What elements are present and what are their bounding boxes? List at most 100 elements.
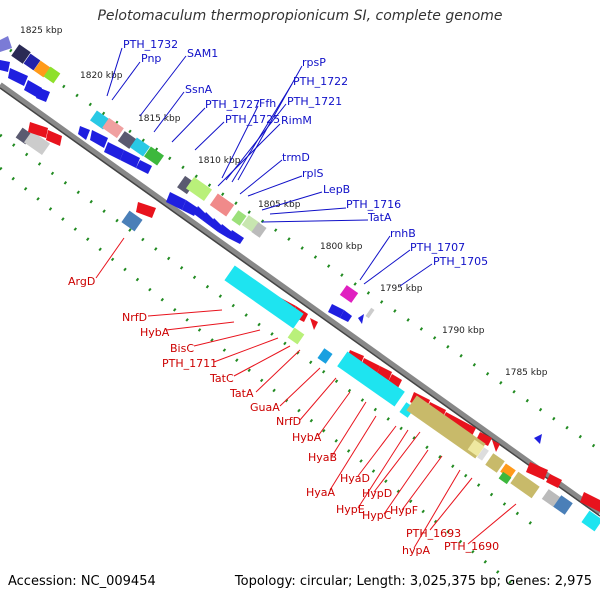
leader-line (331, 401, 367, 457)
leader-line (401, 455, 443, 511)
gene-label: PTH_1716 (346, 198, 401, 211)
gene-label: PTH_1707 (410, 241, 465, 254)
leader-line (357, 429, 409, 509)
gene-feature (130, 137, 150, 157)
gene-label: LepB (323, 183, 350, 196)
forward-genes-top-left (0, 36, 61, 102)
forward-genes-1810 (166, 175, 267, 244)
leader-line (106, 47, 123, 97)
gene-feature (36, 88, 50, 102)
leader-line (359, 235, 391, 281)
kbp-label: 1825 kbp (20, 26, 63, 36)
leader-line (299, 377, 337, 421)
leader-line (231, 83, 293, 183)
gene-feature (136, 160, 152, 174)
gene-feature (46, 130, 62, 146)
gene-feature (498, 471, 512, 485)
gene-feature (202, 212, 214, 226)
gene-label: hypA (402, 544, 430, 557)
leader-line (329, 415, 377, 491)
gene-label: HypC (362, 509, 392, 522)
gene-label: PTH_1732 (123, 38, 178, 51)
leader-line (255, 349, 301, 393)
gene-feature (78, 126, 90, 140)
gene-label: HyaA (306, 486, 336, 499)
gene-feature (310, 318, 318, 330)
gene-feature (0, 60, 10, 72)
gene-feature (177, 175, 195, 195)
leader-line (317, 391, 351, 437)
gene-feature (339, 285, 359, 303)
genome-summary-text: Topology: circular; Length: 3,025,375 bp… (234, 574, 592, 589)
gene-feature (185, 176, 213, 202)
gene-feature (388, 374, 402, 388)
gene-feature (317, 348, 333, 364)
kbp-label: 1800 kbp (320, 242, 363, 252)
gene-feature (546, 474, 562, 488)
gene-feature (485, 453, 505, 473)
leader-line (261, 219, 369, 223)
gene-feature (406, 395, 486, 459)
gene-label: HypD (362, 487, 392, 500)
gene-feature (340, 310, 352, 322)
leader-line (165, 321, 235, 331)
gene-feature (492, 440, 500, 452)
gene-feature (510, 471, 540, 499)
gene-feature (476, 432, 492, 446)
gene-feature (104, 142, 124, 160)
gene-label: ArgD (68, 275, 95, 288)
gene-label: RimM (281, 114, 312, 127)
kbp-label: 1820 kbp (80, 71, 123, 81)
gene-feature (526, 462, 548, 480)
gene-label: PTH_1722 (293, 75, 348, 88)
gene-feature (0, 36, 12, 52)
gene-label: HyaB (308, 451, 337, 464)
leader-line (357, 425, 397, 477)
gene-label: SsnA (185, 83, 213, 96)
gene-feature (117, 131, 137, 149)
gene-label: PTH_1693 (406, 527, 461, 540)
gene-label: GuaA (250, 401, 280, 414)
leader-line (429, 477, 473, 531)
gene-label: NrfD (276, 415, 301, 428)
gene-label: HypE (336, 503, 365, 516)
gene-feature (23, 53, 41, 71)
genome-backbone-shadow (0, 87, 600, 517)
gene-feature (251, 222, 267, 238)
leader-line (373, 431, 421, 493)
gene-label: PTH_1725 (225, 113, 280, 126)
gene-label: BisC (170, 342, 194, 355)
gene-label: rnhB (390, 227, 416, 240)
gene-label: HybA (292, 431, 322, 444)
kbp-label: 1785 kbp (505, 368, 548, 378)
gene-feature (328, 304, 344, 318)
gene-feature (90, 130, 108, 148)
leader-line (269, 207, 347, 215)
gene-label: HyaD (340, 472, 370, 485)
gene-feature (580, 492, 600, 512)
gene-feature (534, 434, 542, 444)
gene-label: HypF (390, 504, 418, 517)
leader-line (363, 249, 411, 285)
leader-line (139, 55, 187, 117)
leader-line (467, 503, 517, 545)
leader-line (147, 309, 223, 317)
leader-line (111, 61, 141, 101)
leader-line (233, 345, 291, 377)
gene-label: rpsP (302, 56, 326, 69)
leader-line (383, 449, 429, 515)
gene-feature (210, 218, 222, 232)
gene-feature (231, 210, 247, 226)
kbp-label: 1810 kbp (198, 156, 241, 166)
gene-feature (144, 146, 164, 166)
ring-outer-dots (9, 48, 600, 452)
gene-feature (11, 44, 31, 64)
gene-feature (43, 66, 61, 84)
gene-feature (166, 192, 186, 210)
leader-line (261, 191, 323, 211)
gene-feature (136, 202, 156, 218)
leader-line (193, 329, 261, 347)
leader-line (213, 337, 279, 363)
gene-label: HybA (140, 326, 170, 339)
